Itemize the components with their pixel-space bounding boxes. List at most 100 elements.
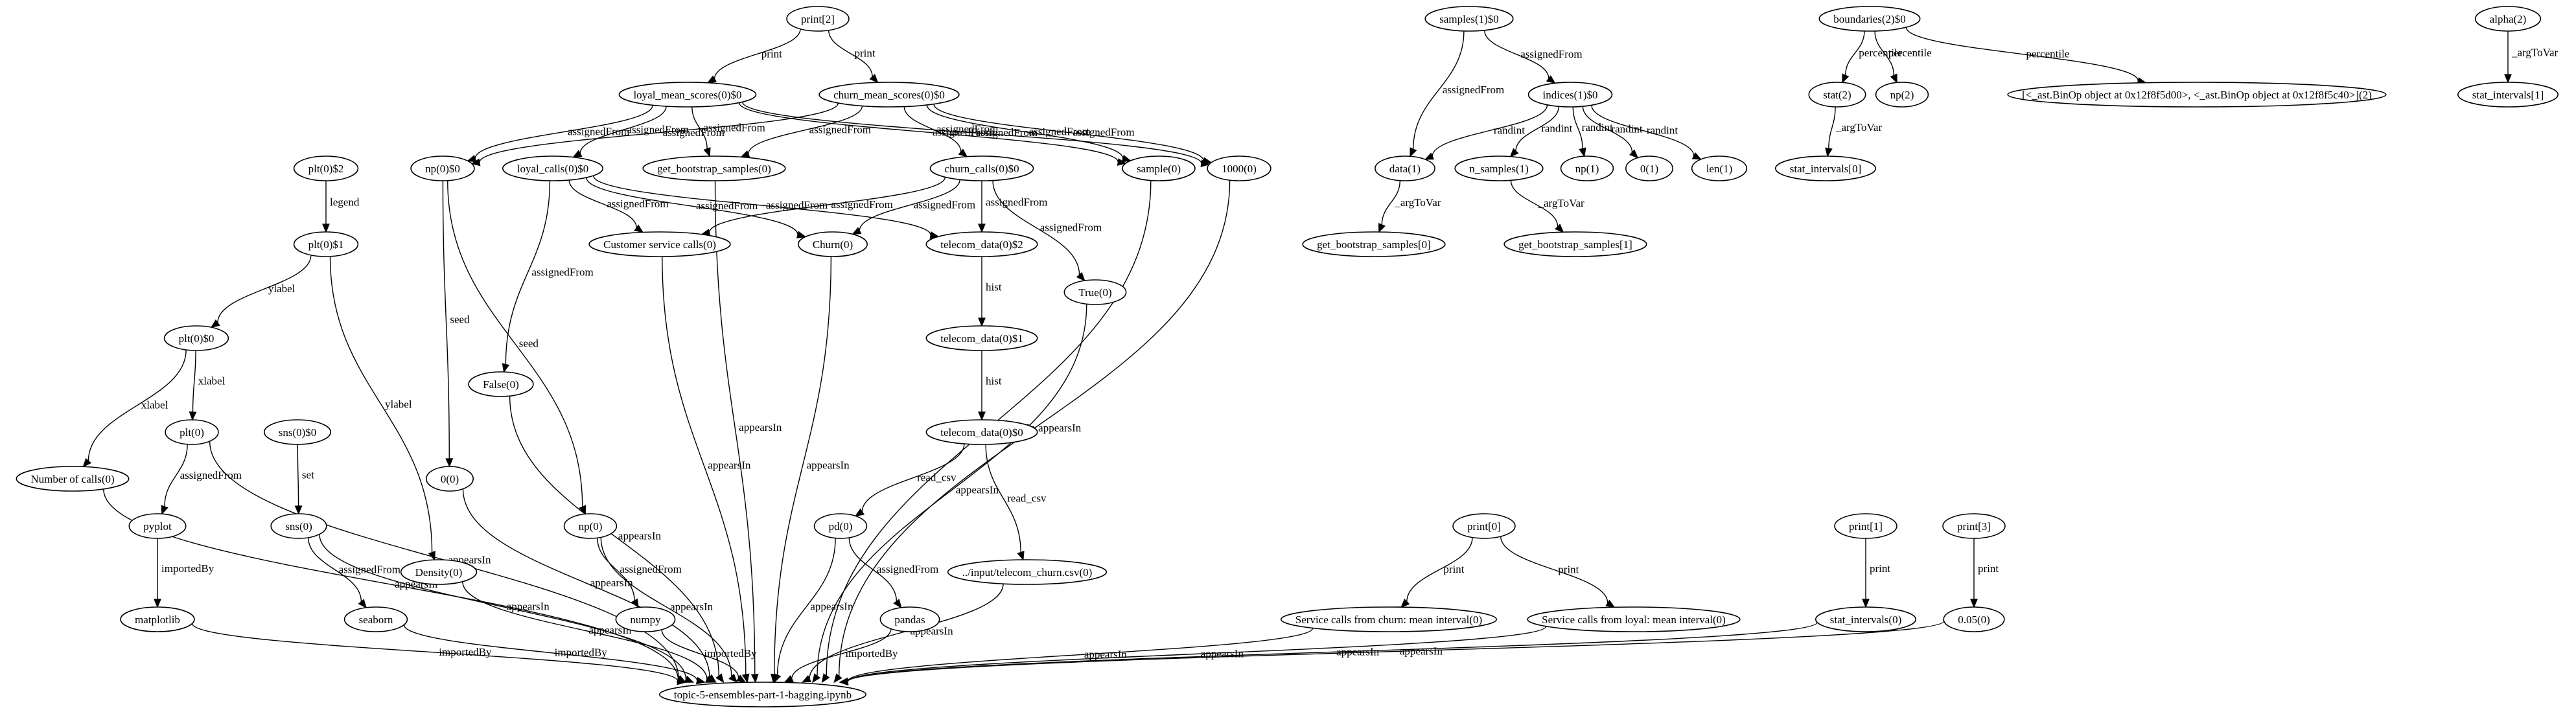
edge-indices1-to-zero1: randint [1582, 106, 1643, 159]
arrowhead-icon [1076, 271, 1085, 282]
node-np0: np(0) [563, 513, 618, 539]
node-shape [1122, 155, 1196, 181]
node-label: np(0) [579, 520, 603, 533]
node-pd0: pd(0) [813, 513, 868, 539]
node-shape [618, 82, 757, 108]
node-label: np(0)$0 [425, 163, 460, 175]
edge-line [747, 106, 863, 154]
node-label: sns(0)$0 [279, 426, 317, 439]
edge-data1-to-get-boot-b0: _argToVar [1378, 180, 1441, 233]
edge-label: assignedFrom [531, 266, 593, 279]
edge-label: _argToVar [1835, 121, 1883, 133]
node-shape [1527, 82, 1613, 108]
edge-label: randint [1494, 124, 1525, 137]
arrowhead-icon [1691, 152, 1702, 160]
edge-line [297, 444, 299, 507]
edge-line [926, 104, 1124, 159]
node-label: topic-5-ensembles-part-1-bagging.ipynb [674, 689, 852, 701]
edge-line [817, 304, 1087, 676]
node-shape [2474, 6, 2542, 32]
edge-line [741, 102, 1202, 164]
node-print0: print[0] [1452, 513, 1516, 539]
node-label: 0(1) [1640, 163, 1658, 175]
edge-label: assignedFrom [766, 199, 828, 211]
edge-churn-calls-to-telecom2: assignedFrom [978, 181, 1047, 233]
edge-label: percentile [1888, 47, 1932, 59]
node-label: get_bootstrap_samples[0] [1317, 238, 1431, 251]
edge-label: percentile [1859, 47, 1902, 59]
edge-line [509, 396, 719, 676]
edge-line [568, 179, 637, 228]
node-sns0-0: sns(0)$0 [263, 419, 332, 445]
node-shape [925, 325, 1038, 351]
edge-label: _argToVar [1538, 197, 1585, 209]
edge-plt0-to-pyplot: assignedFrom [161, 444, 242, 515]
arrowhead-icon [1825, 147, 1833, 157]
node-get-boot-b0: get_bootstrap_samples[0] [1302, 231, 1446, 257]
node-n1000: 1000(0) [1207, 155, 1271, 181]
node-label: Service calls from loyal: mean interval(… [1542, 614, 1726, 626]
node-label: churn_calls(0)$0 [944, 163, 1019, 175]
edge-churn0-to-notebook: appearsIn [771, 256, 850, 683]
edge-seaborn-to-notebook: importedBy [403, 625, 706, 685]
node-telecom2: telecom_data(0)$2 [925, 231, 1038, 257]
edge-line [403, 625, 698, 681]
edge-label: appearsIn [739, 421, 782, 433]
node-shape [468, 371, 534, 397]
edge-line [933, 104, 1204, 161]
edge-np0-0-to-zero0: seed [442, 180, 470, 468]
node-label: plt(0)$0 [179, 332, 215, 345]
node-shape [1625, 155, 1673, 181]
node-shape [128, 513, 187, 539]
edge-line [479, 102, 839, 163]
edge-line [662, 256, 747, 675]
edge-label: print [761, 47, 782, 60]
node-label: data(1) [1389, 163, 1421, 175]
edge-label: randint [1541, 122, 1572, 135]
edge-churn-calls-to-cust-service: assignedFrom [701, 177, 946, 236]
edge-label: assignedFrom [180, 469, 242, 481]
edge-line [1515, 106, 1560, 152]
edge-line [776, 538, 836, 675]
arrowhead-icon [502, 363, 510, 373]
node-alpha2: alpha(2) [2474, 6, 2542, 32]
edge-label: appearsIn [1201, 647, 1244, 660]
arrowhead-icon [703, 147, 711, 157]
edge-churn-mean-to-n1000: assignedFrom [933, 104, 1213, 165]
node-label: Customer service calls(0) [603, 238, 716, 251]
node-label: churn_mean_scores(0)$0 [833, 89, 945, 101]
edge-label: assignedFrom [914, 199, 975, 211]
node-label: print[1] [1849, 520, 1883, 533]
node-shape [1818, 6, 1921, 32]
node-label: boundaries(2)$0 [1833, 13, 1905, 25]
node-label: sns(0) [285, 520, 312, 533]
node-churn0: Churn(0) [798, 231, 868, 257]
node-shape [1527, 606, 1741, 632]
arrowhead-icon [1424, 152, 1435, 160]
node-plt0-0: plt(0)$0 [163, 325, 229, 351]
node-samples1: samples(1)$0 [1424, 6, 1514, 32]
node-boundaries2: boundaries(2)$0 [1818, 6, 1921, 32]
edge-label: assignedFrom [1040, 221, 1102, 233]
edge-line [774, 256, 832, 675]
node-label: matplotlib [135, 614, 180, 626]
node-shape [1808, 82, 1866, 108]
arrowhead-icon [736, 674, 747, 683]
arrowhead-icon [728, 673, 738, 683]
node-label: np(2) [1890, 89, 1914, 101]
edge-line [1845, 30, 1865, 76]
node-stat-int0-top: stat_intervals[0] [1774, 155, 1877, 181]
node-shape [400, 559, 478, 585]
edge-line [847, 622, 1818, 682]
arrowhead-icon [833, 673, 842, 683]
edge-churn-calls-to-churn0: assignedFrom [852, 179, 975, 235]
node-shape [947, 559, 1108, 585]
arrowhead-icon [741, 673, 750, 683]
arrowhead-icon [1579, 147, 1586, 157]
node-shape [1375, 155, 1435, 181]
arrowhead-icon [154, 599, 161, 608]
edge-print1-to-stat-int0: print [1862, 538, 1890, 608]
node-shape [1560, 155, 1614, 181]
arrowhead-icon [801, 675, 812, 683]
edge-density-to-notebook: appearsIn [462, 581, 715, 683]
